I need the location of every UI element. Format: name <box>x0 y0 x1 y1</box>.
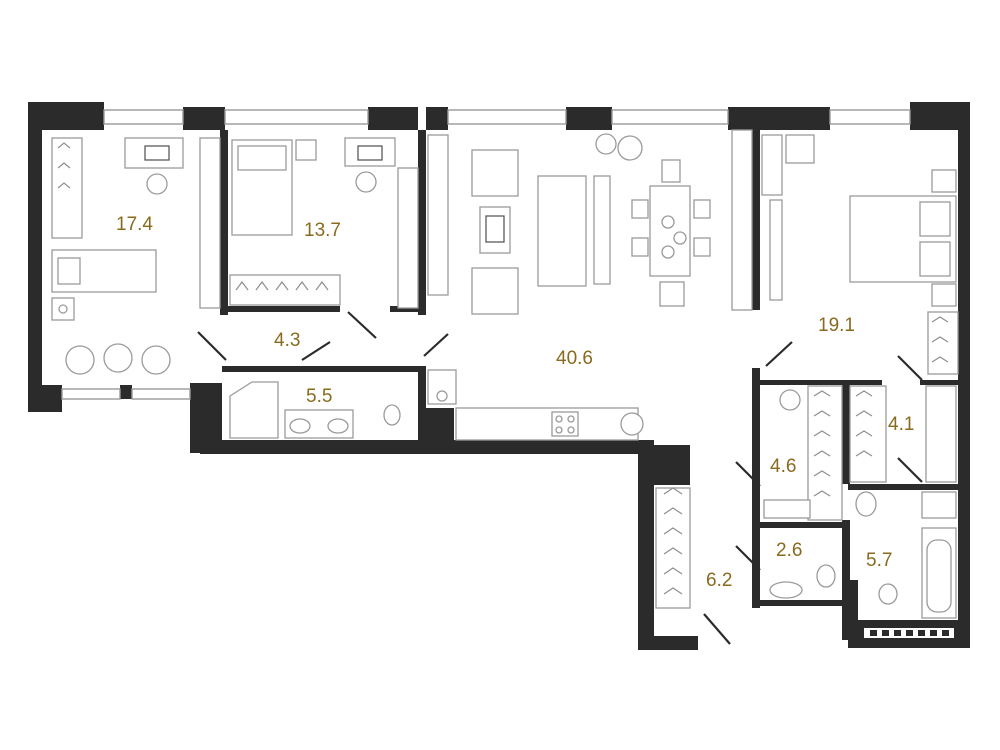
chair-icon <box>146 173 168 195</box>
toilet-icon <box>816 564 836 588</box>
wardrobe-icon <box>51 137 83 239</box>
room-living-kitchen: 40.6 <box>427 129 753 441</box>
room-area-label: 4.1 <box>888 414 914 435</box>
room-area-label: 13.7 <box>304 220 341 241</box>
windows <box>61 109 954 638</box>
coffee-table-icon <box>103 343 133 373</box>
room-area-label: 4.6 <box>770 456 796 477</box>
armchair-icon <box>65 345 95 375</box>
room-wardrobe-right: 4.1 <box>849 385 957 483</box>
doors <box>197 311 923 645</box>
toilet-icon <box>383 404 401 426</box>
room-wardrobe-middle: 4.6 <box>763 385 843 521</box>
wardrobe-icon <box>229 274 341 306</box>
chair-icon <box>693 237 711 257</box>
sofa-icon <box>537 175 587 287</box>
room-area-label: 6.2 <box>706 570 732 591</box>
plant-icon <box>617 135 643 161</box>
room-area-label: 4.3 <box>274 330 300 351</box>
hangers <box>57 142 949 595</box>
shower-icon <box>229 381 279 439</box>
sink-icon <box>620 412 644 436</box>
armchair-icon <box>141 345 171 375</box>
sink-icon <box>855 491 877 517</box>
wardrobe-icon <box>925 385 957 483</box>
washing-machine-icon <box>779 389 801 411</box>
room-area-label: 40.6 <box>556 348 593 369</box>
wardrobe-icon <box>927 311 959 375</box>
room-bathroom-left: 5.5 <box>229 381 401 439</box>
chair-icon <box>693 199 711 219</box>
armchair-icon <box>471 267 519 315</box>
dining-table-icon <box>649 185 691 277</box>
room-area-label: 2.6 <box>776 540 802 561</box>
chair-icon <box>631 199 649 219</box>
coffee-table-icon <box>479 206 511 254</box>
washing-machine-icon <box>436 390 448 402</box>
chair-icon <box>631 237 649 257</box>
stove-icon <box>551 411 579 437</box>
room-area-label: 5.5 <box>306 386 332 407</box>
sink-icon <box>769 581 803 599</box>
room-toilet: 2.6 <box>769 540 836 599</box>
toilet-icon <box>878 583 898 605</box>
plant-icon <box>595 133 617 155</box>
laptop-icon <box>144 145 170 161</box>
chair-icon <box>355 171 377 193</box>
chair-icon <box>659 281 685 307</box>
room-bathroom-right: 5.7 <box>855 491 957 619</box>
armchair-icon <box>471 149 519 197</box>
bed-icon <box>51 249 157 293</box>
room-area-label: 19.1 <box>818 315 855 336</box>
room-bedroom-left: 17.4 <box>51 137 221 375</box>
room-area-label: 5.7 <box>866 550 892 571</box>
chair-icon <box>661 159 681 183</box>
room-master-bedroom: 19.1 <box>761 134 959 375</box>
room-area-label: 17.4 <box>116 214 153 235</box>
room-bedroom-middle: 13.7 <box>229 137 419 309</box>
